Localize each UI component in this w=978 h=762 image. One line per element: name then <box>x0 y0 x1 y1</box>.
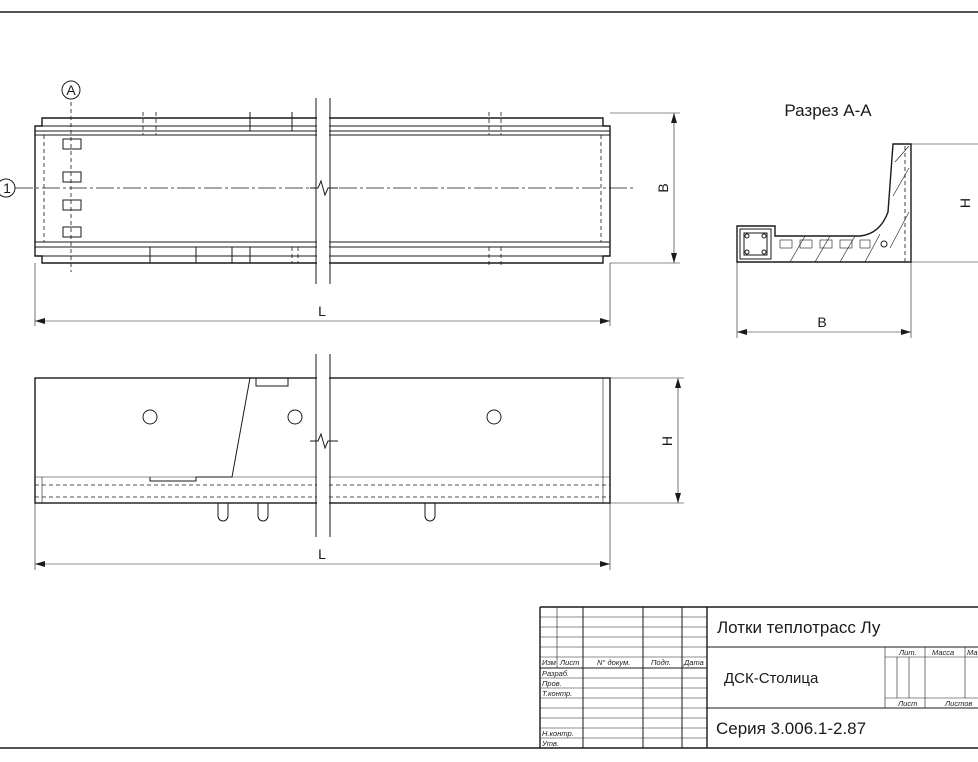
role-norm-control: Н.контр. <box>542 729 574 738</box>
elevation-height-dimension: H <box>610 377 684 504</box>
section-width-dimension: B <box>736 262 912 338</box>
sheet-col-list: Лист <box>897 699 917 708</box>
header-col-sign: Подп. <box>651 658 671 667</box>
section-height-label: H <box>957 198 973 208</box>
section-height-dimension: H <box>911 143 978 263</box>
axis-marker-text: 1 <box>3 180 11 196</box>
role-approved: Утв. <box>541 739 559 748</box>
elevation-height-label: H <box>659 436 675 446</box>
elevation-length-label: L <box>318 546 326 562</box>
drawing-title: Лотки теплотрасс Лу <box>717 618 881 637</box>
info-col-lit: Лит. <box>898 648 917 657</box>
section-title: Разрез А-А <box>784 101 872 120</box>
header-col-doc: N° докум. <box>597 658 630 667</box>
organization-name: ДСК-Столица <box>724 670 819 687</box>
plan-width-label: B <box>655 183 671 192</box>
elevation-length-dimension: L <box>34 503 611 570</box>
axis-marker-1: 1 <box>0 178 16 198</box>
header-col-list: Лист <box>559 658 579 667</box>
header-col-izm: Изм <box>542 658 556 667</box>
sheet-col-total: Листов <box>944 699 972 708</box>
header-col-date: Дата <box>683 658 704 667</box>
info-col-scale: Ма <box>967 648 978 657</box>
role-tech-control: Т.контр. <box>542 689 572 698</box>
info-col-mass: Масса <box>932 648 954 657</box>
section-marker-a: А <box>61 80 81 100</box>
section-a-a <box>736 143 912 263</box>
section-width-label: B <box>817 314 826 330</box>
sheet-frame <box>0 11 978 749</box>
elevation-view <box>34 352 611 540</box>
plan-length-label: L <box>318 303 326 319</box>
role-checked: Пров. <box>542 679 562 688</box>
role-developed: Разраб. <box>542 669 569 678</box>
section-marker-text: А <box>66 82 76 98</box>
title-block: Изм Лист N° докум. Подп. Дата Разраб. Пр… <box>539 606 978 748</box>
plan-width-dimension: B <box>610 112 680 264</box>
plan-length-dimension: L <box>34 263 611 326</box>
drawing-series: Серия 3.006.1-2.87 <box>716 719 866 738</box>
plan-view <box>15 96 635 286</box>
